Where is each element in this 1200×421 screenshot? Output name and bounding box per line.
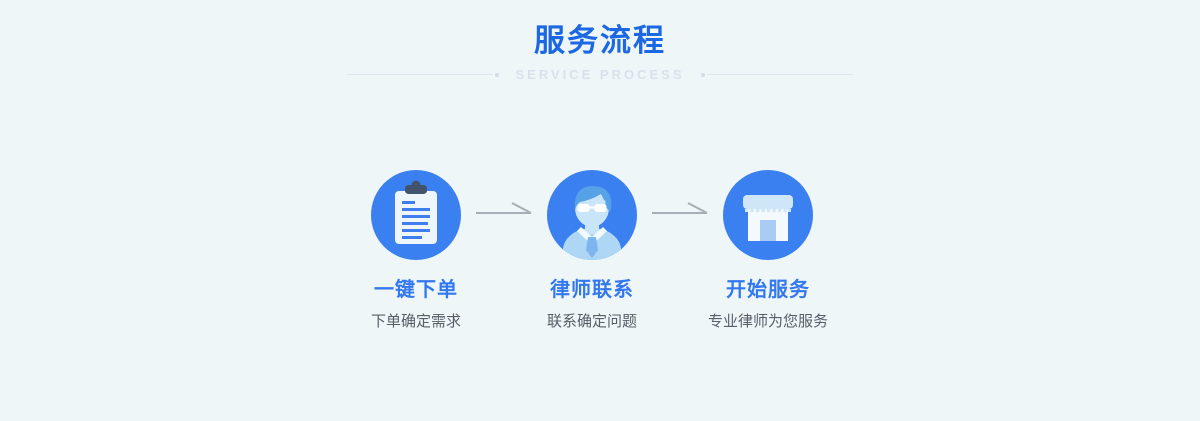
section-header: 服务流程 SERVICE PROCESS bbox=[0, 0, 1200, 82]
left-divider-line bbox=[347, 72, 500, 77]
step-title: 律师联系 bbox=[550, 279, 634, 301]
section-title: 服务流程 bbox=[534, 23, 666, 58]
lawyer-avatar-icon bbox=[547, 170, 637, 260]
storefront-icon bbox=[723, 170, 813, 260]
divider-dot bbox=[495, 72, 500, 77]
step-subtitle: 专业律师为您服务 bbox=[708, 313, 829, 330]
step-title: 开始服务 bbox=[726, 279, 810, 301]
step-title: 一键下单 bbox=[374, 279, 458, 301]
section-subtitle: SERVICE PROCESS bbox=[515, 67, 685, 83]
arrow-right-icon bbox=[476, 200, 532, 218]
step-start-service: 开始服务 专业律师为您服务 bbox=[708, 170, 828, 331]
step-lawyer-contact: 律师联系 联系确定问题 bbox=[532, 170, 652, 331]
right-divider-line bbox=[700, 72, 853, 77]
clipboard-icon bbox=[371, 170, 461, 260]
process-steps: 一键下单 下单确定需求 bbox=[356, 170, 828, 331]
step-place-order: 一键下单 下单确定需求 bbox=[356, 170, 476, 331]
arrow-right-icon bbox=[652, 200, 708, 218]
step-subtitle: 联系确定问题 bbox=[546, 313, 637, 330]
divider-dot bbox=[700, 72, 705, 77]
step-subtitle: 下单确定需求 bbox=[370, 313, 461, 330]
section-subtitle-row: SERVICE PROCESS bbox=[0, 67, 1200, 82]
